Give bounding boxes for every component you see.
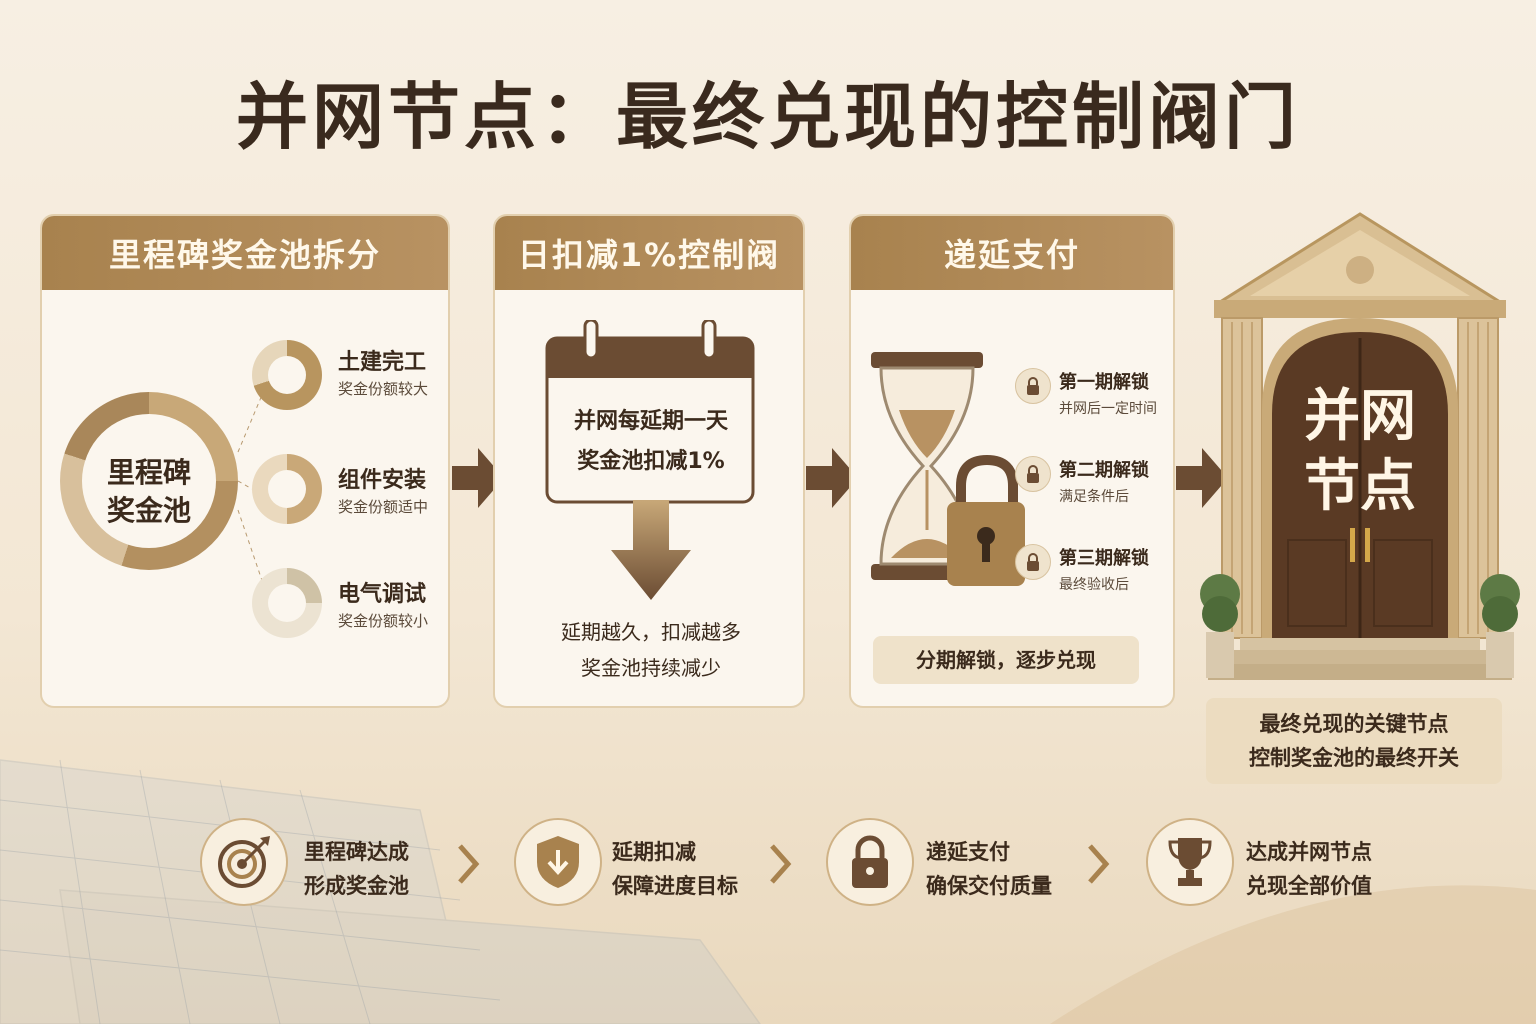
lock-icon: [826, 818, 914, 906]
milestone-title: 电气调试: [338, 582, 427, 607]
milestone-donut-install: [252, 454, 322, 524]
deferred-note: 分期解锁，逐步兑现: [873, 636, 1139, 684]
milestone-sub: 奖金份额适中: [338, 498, 429, 516]
chevron-right-icon: [458, 844, 480, 884]
step-title: 递延支付: [926, 840, 1010, 864]
deferred-payment-panel: 递延支付 第一期解锁 并网后一定时间 第二期解锁 满足条件后 第三期解锁 最终验…: [849, 214, 1175, 708]
unlock-title: 第二期解锁: [1059, 460, 1149, 481]
unlock-title: 第三期解锁: [1059, 548, 1149, 569]
page-title: 并网节点：最终兑现的控制阀门: [235, 75, 1300, 159]
door-caption: 最终兑现的关键节点 控制奖金池的最终开关: [1206, 698, 1502, 784]
milestone-panel-header: 里程碑奖金池拆分: [42, 216, 448, 290]
calendar-text: 并网每延期一天 奖金池扣减1%: [573, 409, 728, 474]
bonus-pool-donut: [60, 392, 238, 570]
milestone-title: 土建完工: [338, 350, 427, 375]
unlock-sub: 并网后一定时间: [1059, 401, 1157, 417]
unlock-title: 第一期解锁: [1059, 372, 1149, 393]
step-sub: 兑现全部价值: [1246, 874, 1372, 898]
unlock-sub: 满足条件后: [1059, 489, 1129, 505]
milestone-sub: 奖金份额较大: [338, 380, 429, 398]
deferred-payment-header: 递延支付: [851, 216, 1173, 290]
step-title: 延期扣减: [612, 840, 696, 864]
milestone-title: 组件安装: [338, 468, 427, 493]
step-title: 达成并网节点: [1246, 840, 1372, 864]
lock-icon: [1015, 544, 1051, 580]
step-sub: 确保交付质量: [926, 874, 1052, 898]
right-arrow-icon: [806, 448, 858, 508]
grid-node-door-label: 并网 节点: [1304, 384, 1416, 519]
solar-panel-background: [0, 759, 1536, 1024]
trophy-icon: [1146, 818, 1234, 906]
down-arrow-icon: [611, 500, 691, 600]
chevron-right-icon: [1088, 844, 1110, 884]
milestone-donut-civil: [252, 340, 322, 410]
milestone-donut-electrical: [252, 568, 322, 638]
milestone-sub: 奖金份额较小: [338, 612, 429, 630]
milestone-panel: 里程碑奖金池拆分 里程碑 奖金池 土建完工 奖金份额较大 组件安装 奖金份额适中…: [40, 214, 450, 708]
lock-icon: [1015, 456, 1051, 492]
shield-down-icon: [514, 818, 602, 906]
hourglass-lock-icon: [871, 352, 1025, 586]
step-title: 里程碑达成: [304, 840, 409, 864]
lock-icon: [1015, 368, 1051, 404]
bonus-pool-label: 里程碑 奖金池: [106, 456, 191, 527]
daily-deduction-panel: 日扣减1%控制阀 并网每延期一天 奖金池扣减1% 延期越久，扣减越多 奖金池持续…: [493, 214, 805, 708]
step-sub: 保障进度目标: [612, 874, 738, 898]
chevron-right-icon: [770, 844, 792, 884]
calendar-icon: [545, 320, 755, 504]
daily-deduction-header: 日扣减1%控制阀: [495, 216, 803, 290]
step-sub: 形成奖金池: [304, 874, 409, 898]
target-icon: [200, 818, 288, 906]
right-arrow-icon: [1176, 448, 1228, 508]
right-arrow-icon: [452, 448, 504, 508]
unlock-sub: 最终验收后: [1059, 577, 1129, 593]
grid-node-door-illustration: [1200, 212, 1520, 680]
deduction-note: 延期越久，扣减越多 奖金池持续减少: [561, 620, 741, 680]
